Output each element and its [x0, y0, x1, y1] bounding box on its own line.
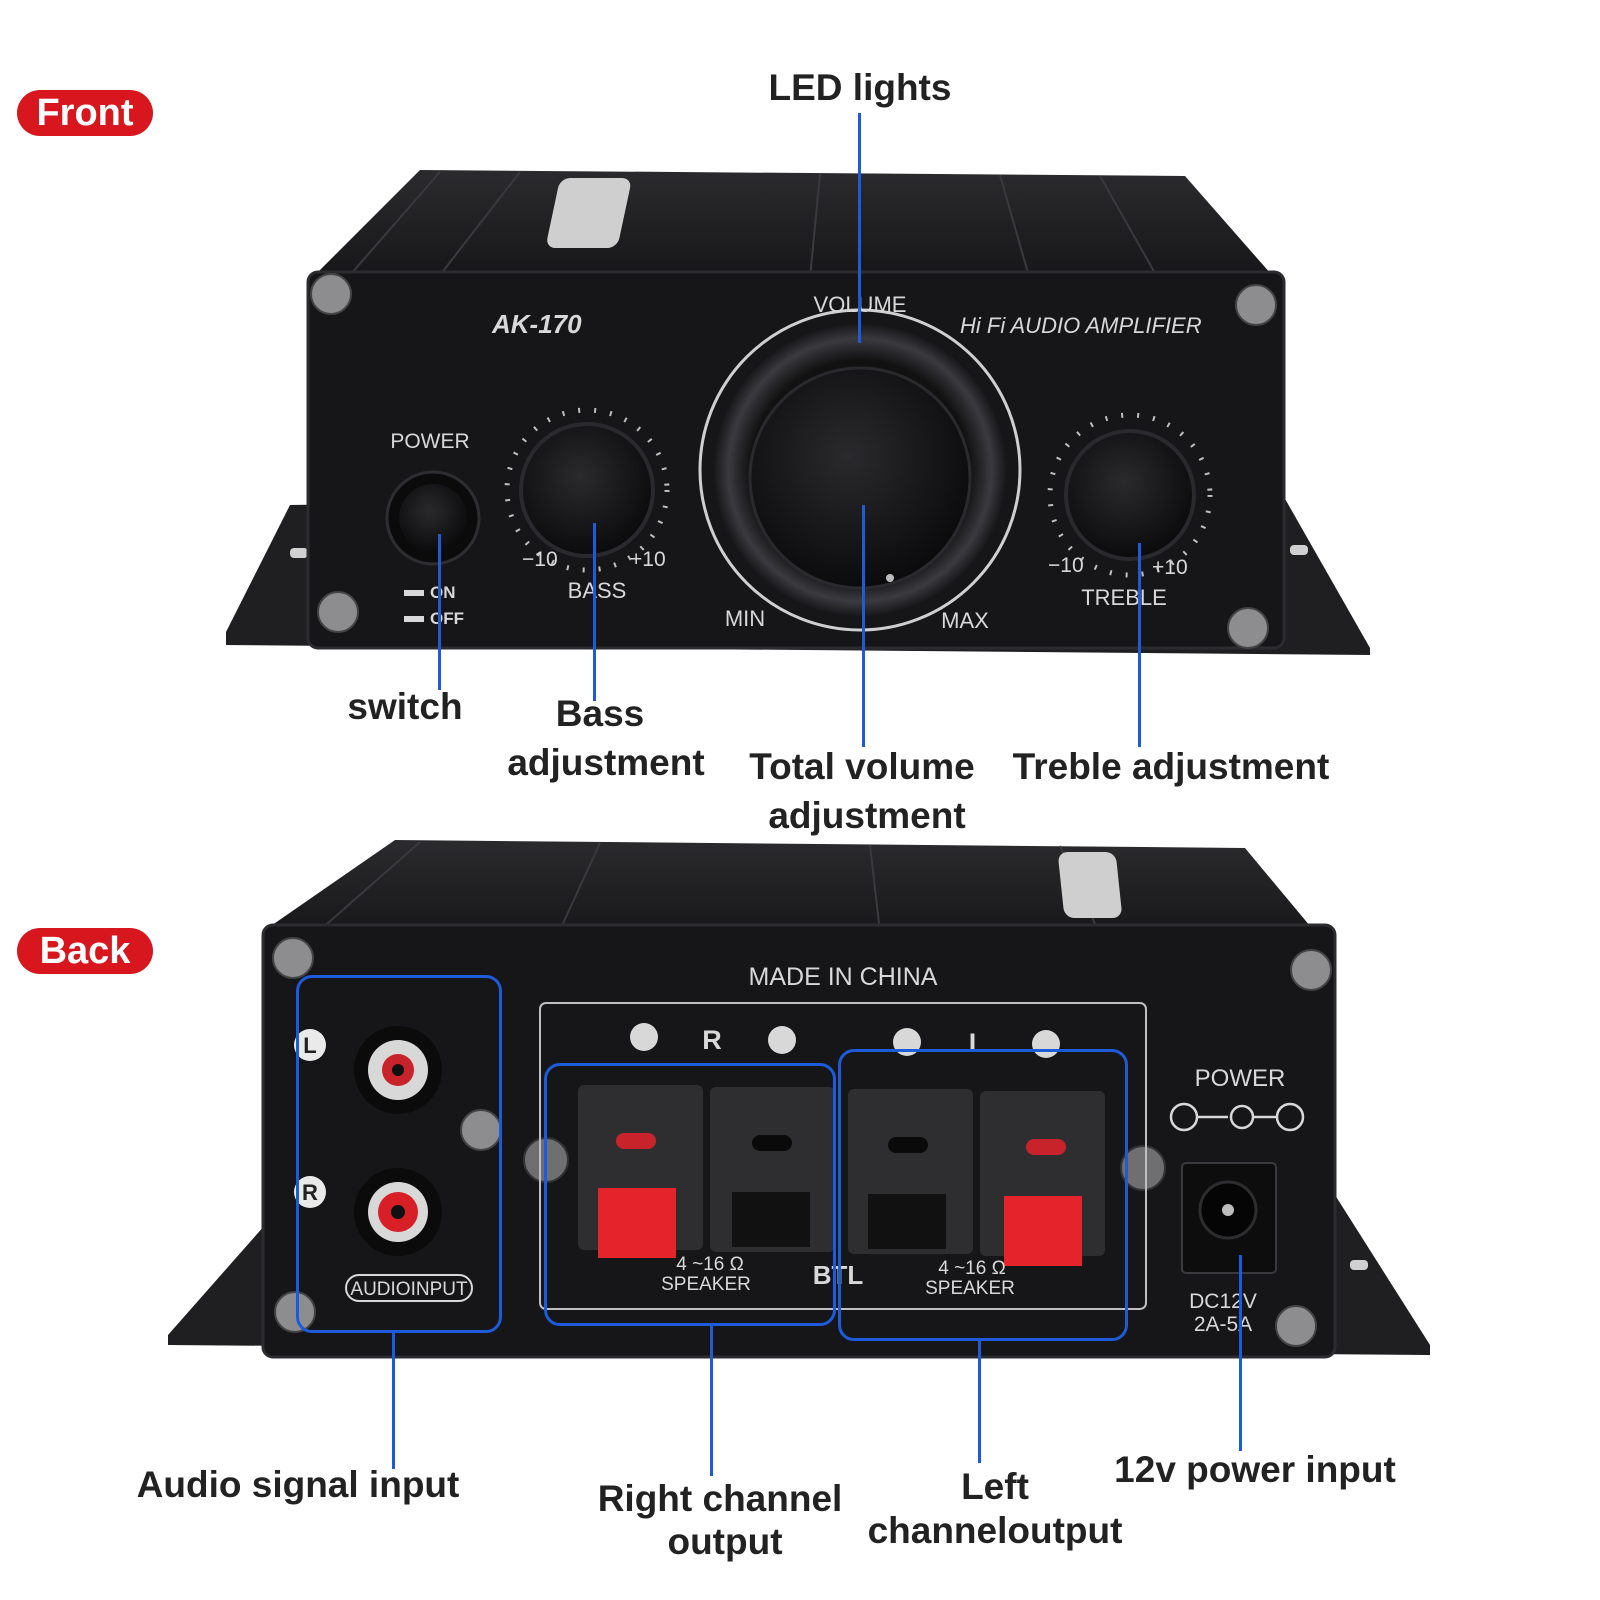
treble-range-max: +10 — [1152, 556, 1188, 579]
treble-range-min: −10 — [1048, 554, 1084, 577]
audio-in-leader — [392, 1333, 395, 1469]
made-in-label: MADE IN CHINA — [749, 963, 938, 991]
front-switch-off: OFF — [430, 609, 464, 628]
right-channel-highlight — [544, 1063, 836, 1326]
power-in-leader — [1239, 1255, 1242, 1451]
bass-knob — [519, 422, 655, 558]
front-power-switch-button — [399, 484, 467, 552]
callout-volume-2: adjustment — [768, 795, 966, 836]
front-badge: Front — [17, 90, 153, 136]
bass-leader — [593, 523, 596, 701]
callout-switch: switch — [347, 686, 463, 727]
front-power-label: POWER — [390, 430, 469, 453]
back-screws — [272, 937, 1332, 1347]
rca-right-marker: R — [302, 1180, 318, 1205]
callout-power-input: 12v power input — [1114, 1449, 1396, 1490]
callout-right-2: output — [667, 1521, 783, 1562]
front-screws — [310, 273, 1277, 649]
callout-bass-2: adjustment — [507, 742, 705, 783]
front-model-text: AK-170 — [491, 309, 582, 339]
bass-range-max: +10 — [630, 548, 666, 571]
left-leader — [978, 1341, 981, 1463]
front-brand-text: Hi Fi AUDIO AMPLIFIER — [960, 313, 1202, 338]
bass-range-min: −10 — [522, 548, 558, 571]
right-speaker-label: SPEAKER — [661, 1274, 751, 1295]
back-power-label: POWER — [1195, 1065, 1286, 1092]
dc-rating-1: DC12V — [1189, 1290, 1257, 1313]
left-speaker-impedance: 4 ~16 Ω — [938, 1258, 1006, 1279]
dc-rating-2: 2A-5A — [1194, 1313, 1252, 1336]
front-switch-on: ON — [430, 583, 456, 602]
callout-treble: Treble adjustment — [1012, 746, 1330, 787]
volume-leader — [862, 505, 865, 747]
switch-leader — [438, 534, 441, 690]
volume-min-label: MIN — [725, 606, 765, 631]
callout-left-1: Left — [961, 1466, 1029, 1507]
callout-volume-1: Total volume — [749, 746, 975, 787]
front-top-sticker — [547, 178, 631, 248]
rca-left-marker: L — [303, 1033, 316, 1058]
callout-left-2: channeloutput — [867, 1510, 1123, 1551]
right-speaker-impedance: 4 ~16 Ω — [676, 1254, 744, 1275]
left-speaker-label: SPEAKER — [925, 1278, 1015, 1299]
left-channel-highlight — [838, 1049, 1128, 1341]
callout-audio-signal-input: Audio signal input — [136, 1464, 460, 1505]
audio-input-label: AUDIOINPUT — [350, 1279, 468, 1300]
callout-led-lights: LED lights — [768, 67, 952, 108]
back-top-sticker — [1058, 852, 1122, 918]
right-leader — [710, 1326, 713, 1476]
speaker-terminal-blocks — [578, 1085, 1105, 1266]
treble-knob — [1064, 429, 1196, 561]
audio-input-highlight — [296, 975, 502, 1333]
led-leader — [858, 113, 861, 343]
channel-r-label: R — [702, 1025, 722, 1055]
speaker-terminal-plate — [539, 1002, 1147, 1310]
callout-right-1: Right channel — [597, 1478, 843, 1519]
callout-bass-1: Bass — [555, 693, 645, 734]
treble-label: TREBLE — [1081, 585, 1167, 610]
volume-knob — [748, 366, 972, 590]
volume-max-label: MAX — [941, 608, 989, 633]
bass-label: BASS — [568, 578, 627, 603]
back-badge: Back — [17, 928, 153, 974]
front-chassis-top — [310, 170, 1285, 290]
treble-leader — [1138, 543, 1141, 747]
